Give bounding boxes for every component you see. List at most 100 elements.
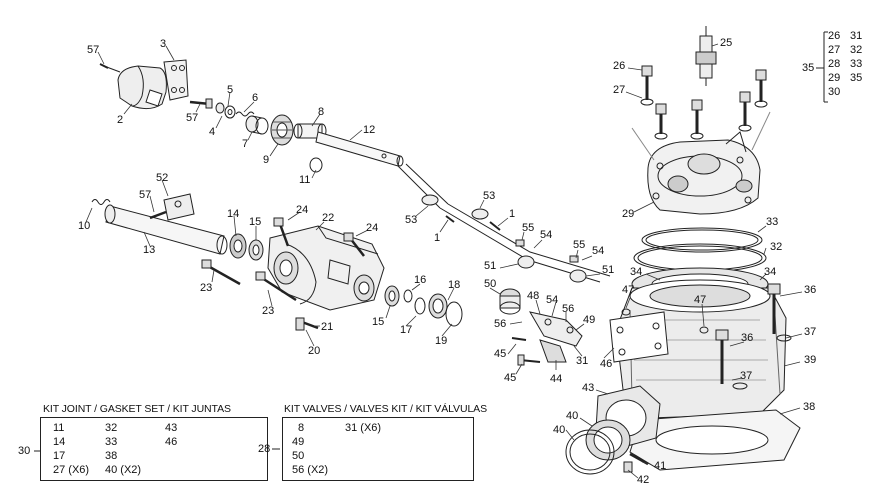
callout-20: 20 <box>308 345 321 357</box>
callout-26: 26 <box>613 60 626 72</box>
kit-valves-cell: 49 <box>292 436 305 448</box>
kit-35-item: 30 <box>828 86 841 98</box>
kit-35-item: 28 <box>828 58 841 70</box>
callout-37: 37 <box>740 370 753 382</box>
callout-55: 55 <box>522 222 535 234</box>
callout-6: 6 <box>252 92 259 104</box>
kit-gasket-box: 11 32 43 14 33 46 17 38 27 (X6) 40 (X2) <box>40 417 268 481</box>
exhaust-rubber-40 <box>565 419 631 475</box>
pulley-9 <box>270 114 294 146</box>
callout-53: 53 <box>483 190 496 202</box>
valve-shaft-12 <box>309 131 404 173</box>
callout-21: 21 <box>321 321 334 333</box>
callout-1: 1 <box>434 232 441 244</box>
callout-22: 22 <box>322 212 335 224</box>
leader-lines <box>85 43 803 479</box>
link-rods <box>397 163 611 283</box>
solenoid-actuator <box>99 63 167 110</box>
valve-linkage-48 <box>528 311 583 363</box>
kit-valves-number: 28 <box>258 443 271 455</box>
callout-8: 8 <box>318 106 325 118</box>
kit-gasket-cell: 43 <box>165 422 178 434</box>
callout-34: 34 <box>764 266 777 278</box>
callout-51: 51 <box>602 264 615 276</box>
callout-24: 24 <box>296 204 309 216</box>
rings-15-16-17-18-19 <box>384 285 463 327</box>
callout-40: 40 <box>566 410 579 422</box>
callout-54: 54 <box>592 245 605 257</box>
callout-37: 37 <box>804 326 817 338</box>
callout-39: 39 <box>804 354 817 366</box>
kit-35-item: 27 <box>828 44 841 56</box>
callout-56: 56 <box>494 318 507 330</box>
screws-23 <box>201 259 297 302</box>
callout-54: 54 <box>546 294 559 306</box>
callout-23: 23 <box>200 282 213 294</box>
callout-36: 36 <box>804 284 817 296</box>
base-gasket-38 <box>629 409 801 471</box>
callout-36: 36 <box>741 332 754 344</box>
screw-21 <box>295 317 319 331</box>
kit-gasket-cell: 46 <box>165 436 178 448</box>
kit-valves-cell: 8 <box>298 422 305 434</box>
callout-33: 33 <box>766 216 779 228</box>
cylinder-head-29 <box>647 131 761 215</box>
mounting-bracket-3 <box>163 59 189 101</box>
bushing-8 <box>293 123 327 139</box>
callout-34: 34 <box>630 266 643 278</box>
callout-24: 24 <box>366 222 379 234</box>
kit-35-item: 35 <box>850 72 863 84</box>
kit-valves-box: 8 31 (X6) 49 50 56 (X2) <box>282 417 474 481</box>
callout-45: 45 <box>504 372 517 384</box>
callout-46: 46 <box>600 358 613 370</box>
callout-40: 40 <box>553 424 566 436</box>
studs-36-37 <box>715 283 792 390</box>
callout-56: 56 <box>562 303 575 315</box>
kit-gasket-cell: 14 <box>53 436 66 448</box>
kit-35-item: 33 <box>850 58 863 70</box>
callout-19: 19 <box>435 335 448 347</box>
callout-14: 14 <box>227 208 240 220</box>
callout-53: 53 <box>405 214 418 226</box>
callout-17: 17 <box>400 324 413 336</box>
screw-57b <box>189 98 213 109</box>
callout-38: 38 <box>803 401 816 413</box>
callout-43: 43 <box>582 382 595 394</box>
valve-cap-50 <box>499 288 521 315</box>
callout-1: 1 <box>509 208 516 220</box>
dowel-47 <box>621 308 709 334</box>
screws-45 <box>511 337 541 366</box>
kit-gasket-cell: 17 <box>53 450 66 462</box>
callout-57: 57 <box>87 44 100 56</box>
callout-7: 7 <box>242 138 249 150</box>
kit-35-item: 31 <box>850 30 863 42</box>
o-ring-33 <box>641 227 763 253</box>
kit-gasket-cell: 38 <box>105 450 118 462</box>
kit-valves-cell: 50 <box>292 450 305 462</box>
kit-gasket-cell: 32 <box>105 422 118 434</box>
callout-54: 54 <box>540 229 553 241</box>
clamp-52 <box>149 193 195 221</box>
callout-52: 52 <box>156 172 169 184</box>
kit-gasket-number: 30 <box>18 445 31 457</box>
callout-44: 44 <box>550 373 563 385</box>
tube-13 <box>104 204 228 255</box>
kit-35-item: 26 <box>828 30 841 42</box>
kit-gasket-cell: 27 (X6) <box>53 464 90 476</box>
spring-6 <box>235 111 255 117</box>
callout-15: 15 <box>372 316 385 328</box>
callout-55: 55 <box>573 239 586 251</box>
callout-10: 10 <box>78 220 91 232</box>
callout-42: 42 <box>637 474 650 486</box>
valve-body-22 <box>267 225 385 311</box>
callout-27: 27 <box>613 84 626 96</box>
screws-24 <box>273 217 365 257</box>
exhaust-gasket-46 <box>609 311 669 363</box>
callout-25: 25 <box>720 37 733 49</box>
callout-2: 2 <box>117 114 124 126</box>
callout-4: 4 <box>209 126 216 138</box>
spring-10 <box>91 199 111 205</box>
kit-gasket-cell: 11 <box>53 422 65 434</box>
callout-15: 15 <box>249 216 262 228</box>
